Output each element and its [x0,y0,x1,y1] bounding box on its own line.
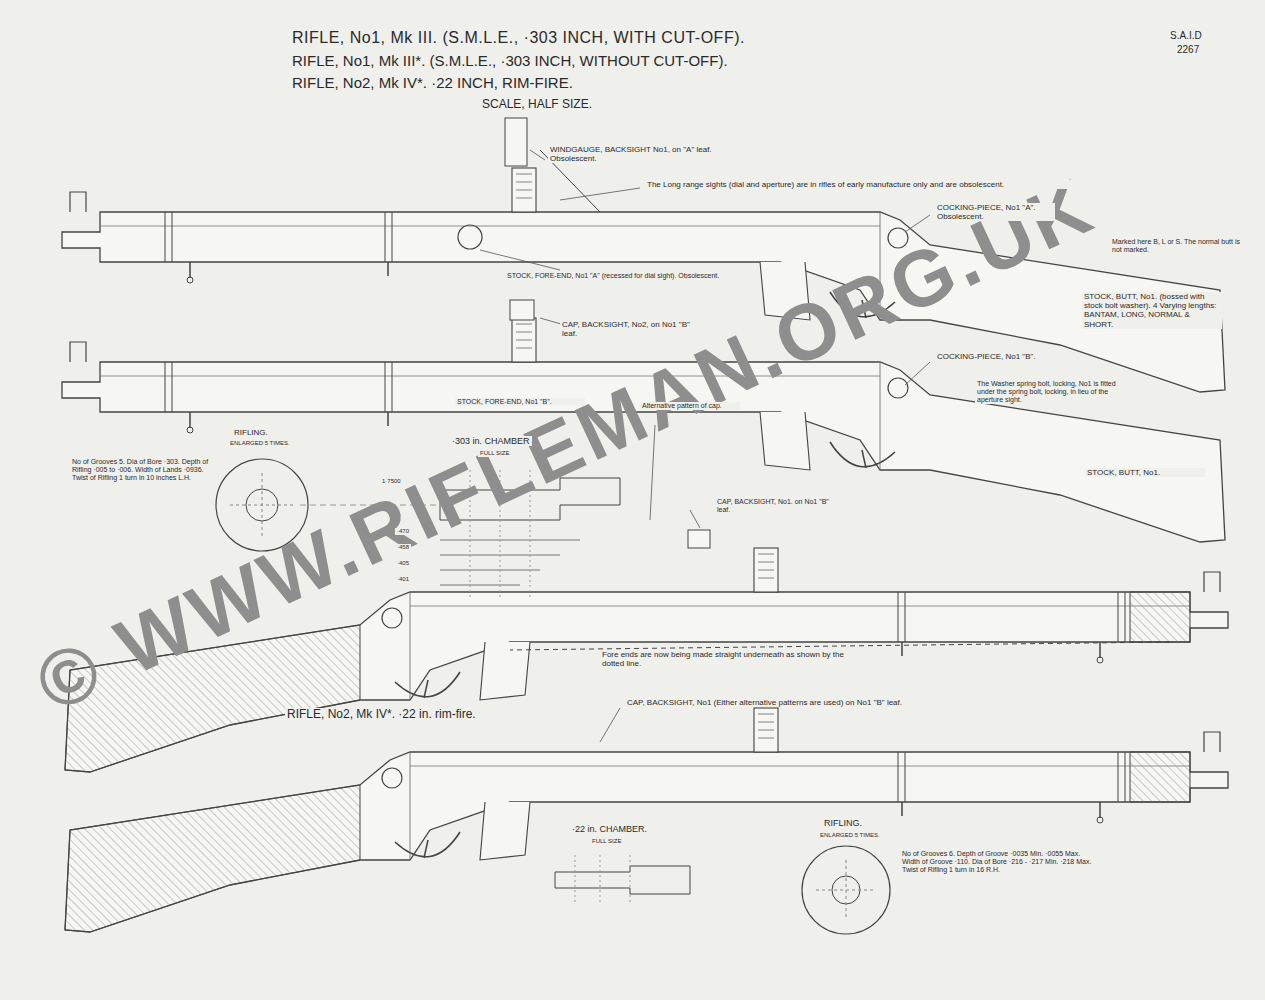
note: Alternative pattern of cap. [640,402,740,410]
part-name: STOCK, BUTT, No1. [1085,468,1205,477]
part-name: STOCK, FORE-END, No1 "B". [455,398,585,406]
dimension: ·401 [395,576,411,583]
drawing-title: RIFLE, No1, Mk III. (S.M.L.E., ·303 INCH… [290,28,747,47]
dimension: 1·7500 [380,478,403,485]
drawing-number: 2267 [1175,44,1201,56]
scale-note: FULL SIZE [478,450,511,457]
part-name: COCKING-PIECE, No1 "A". Obsolescent. [935,203,1055,221]
section-heading: ·303 in. CHAMBER [450,436,532,446]
alternative-cap [688,530,710,548]
specification: No of Grooves 5. Dia of Bore ·303. Depth… [70,458,220,482]
dial-sight [458,225,482,249]
scale-note: ENLARGED 5 TIMES. [818,832,882,839]
drawing-title: RIFLE, No1, Mk III*. (S.M.L.E., ·303 INC… [290,52,930,69]
specification: No of Grooves 6. Depth of Groove ·0035 M… [900,850,1100,874]
rifling-22 [802,846,890,934]
note: The Long range sights (dial and aperture… [645,180,1075,189]
part-name: STOCK, BUTT, No1. (bossed with stock bol… [1082,292,1222,329]
scale-note: ENLARGED 5 TIMES. [228,440,292,447]
part-name: CAP, BACKSIGHT, No2, on No1 "B" leaf. [560,320,700,338]
scale-note: FULL SIZE [590,838,623,845]
drawing-reference: S.A.I.D [1168,30,1204,42]
section-heading: ·22 in. CHAMBER. [570,824,649,834]
rifle-22-section [65,708,1228,932]
scale-note: SCALE, HALF SIZE. [480,98,594,112]
part-name: CAP, BACKSIGHT, No1. on No1 "B" leaf. [715,498,835,514]
note: Marked here B, L or S. The normal butt i… [1110,238,1250,254]
drawing-title: RIFLE, No2, Mk IV*. ·22 in. rim-fire. [285,708,478,722]
drawing-title: RIFLE, No2, Mk IV*. ·22 INCH, RIM-FIRE. [290,74,930,91]
dimension: ·470 [395,528,411,535]
windgauge-backsight [505,118,527,166]
part-name: COCKING-PIECE, No1 "B". [935,352,1065,361]
section-heading: RIFLING. [822,818,864,828]
chamber-22 [555,855,690,905]
note: Fore ends are now being made straight un… [600,650,870,668]
note: The Washer spring bolt, locking, No1 is … [975,380,1135,404]
part-name: CAP, BACKSIGHT, No1 (Either alternative … [625,698,1025,707]
section-heading: RIFLING. [232,428,270,437]
dimension: ·405 [395,560,411,567]
dimension: ·458 [395,544,411,551]
part-name: STOCK, FORE-END, No1 "A" (recessed for d… [505,272,755,280]
part-name: WINDGAUGE, BACKSIGHT No1, on "A" leaf. O… [548,145,738,163]
backsight-cap [510,300,534,320]
